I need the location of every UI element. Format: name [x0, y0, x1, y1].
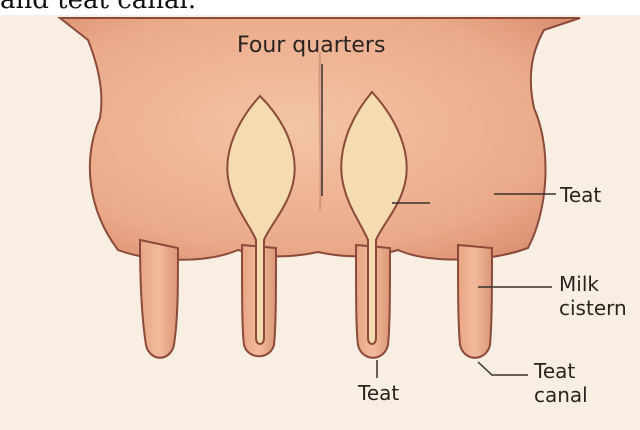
- leader-teat-canal: [478, 362, 528, 375]
- label-teat-canal: Teat canal: [534, 359, 604, 407]
- teat-far-right: [458, 245, 492, 358]
- teat-far-left: [140, 240, 178, 358]
- label-teat-bottom: Teat: [358, 381, 399, 405]
- label-milk-cistern: Milk cistern: [559, 272, 629, 320]
- label-teat-right: Teat: [560, 183, 601, 207]
- center-crease: [319, 52, 320, 210]
- label-four-quarters: Four quarters: [237, 34, 385, 58]
